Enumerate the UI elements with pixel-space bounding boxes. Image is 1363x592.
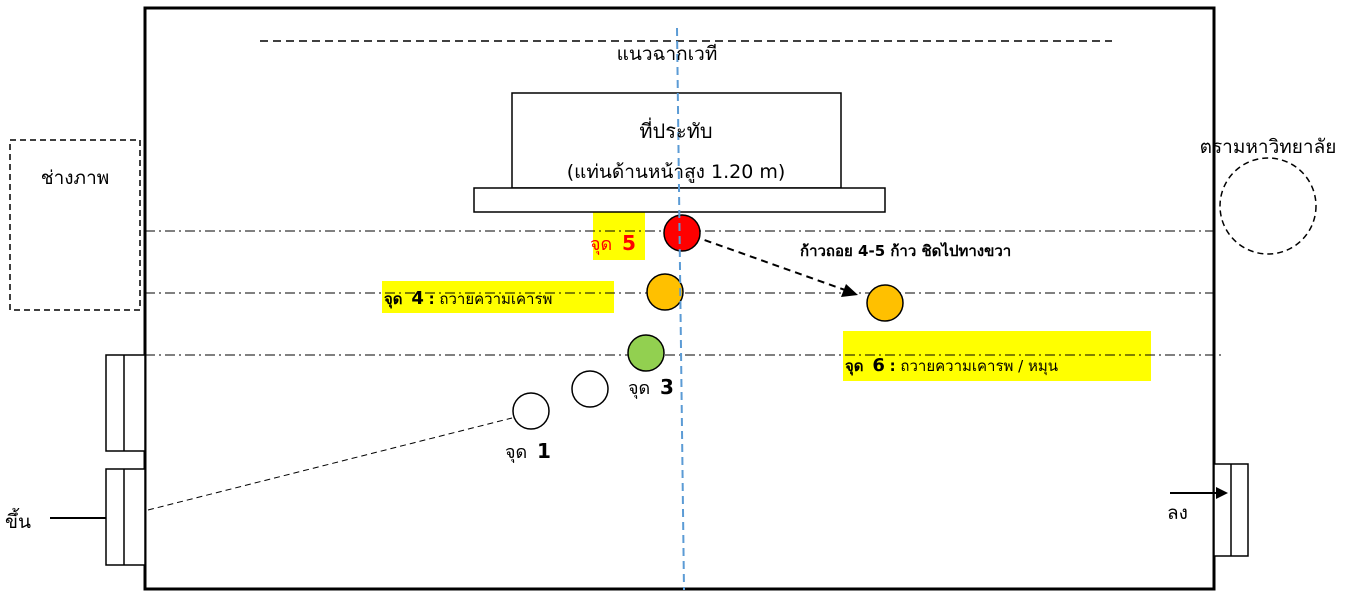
- point-5-highlight: [593, 210, 645, 260]
- point-6-prefix: จุด: [845, 357, 864, 376]
- center-line: [676, 27, 685, 591]
- step-back-arrow-head: [841, 284, 858, 297]
- point-6-sep: :: [890, 357, 896, 375]
- university-seal-label: ตรามหาวิทยาลัย: [1200, 136, 1337, 158]
- point-5-circle: [663, 214, 701, 252]
- left-door-upper-outer: [105, 354, 146, 452]
- exit-arrow-head: [1216, 487, 1228, 499]
- exit-label: ลง: [1167, 502, 1188, 524]
- point-3-number: 3: [660, 375, 674, 399]
- point-4-text: ถวายความเคารพ: [439, 290, 552, 308]
- point-3-circle: [627, 334, 665, 372]
- point-1-number: 1: [537, 439, 551, 463]
- point-5-label: จุด 5: [590, 231, 636, 255]
- point-1-label: จุด 1: [505, 439, 551, 463]
- stage-border: [143, 6, 1216, 591]
- point-6-label: จุด 6 : ถวายความเคารพ / หมุน: [845, 355, 1058, 376]
- throne-subtitle: (แท่นด้านหน้าสูง 1.20 m): [567, 161, 786, 183]
- photographer-box: [9, 139, 141, 311]
- point-5-prefix: จุด: [590, 234, 612, 255]
- point-1-prefix: จุด: [505, 442, 527, 463]
- university-seal-circle: [1219, 157, 1317, 255]
- point-6-circle: [866, 284, 904, 322]
- point-6-text: ถวายความเคารพ / หมุน: [900, 357, 1058, 376]
- photographer-label: ช่างภาพ: [41, 167, 110, 189]
- walking-path: [147, 417, 513, 511]
- point-3-label: จุด 3: [628, 375, 674, 399]
- point-4-number: 4: [411, 288, 424, 309]
- throne-title: ที่ประทับ: [639, 117, 712, 143]
- step-back-note: ก้าวถอย 4-5 ก้าว ชิดไปทางขวา: [800, 241, 1011, 260]
- point-4-label: จุด 4 : ถวายความเคารพ: [384, 288, 552, 309]
- left-door-lower-outer: [105, 468, 146, 566]
- step-back-arrow-shaft: [681, 231, 846, 291]
- point-6-number: 6: [872, 355, 885, 376]
- stage-line-label: แนวฉากเวที: [617, 43, 718, 65]
- enter-label: ขึ้น: [5, 508, 31, 533]
- point-5-number: 5: [622, 231, 636, 255]
- point-4-highlight: [382, 281, 614, 313]
- point-4-circle: [646, 273, 684, 311]
- throne-box: [511, 92, 842, 189]
- point-6-highlight: [843, 331, 1151, 381]
- point-4-prefix: จุด: [384, 290, 403, 309]
- point-3-prefix: จุด: [628, 378, 650, 399]
- point-4-sep: :: [429, 290, 435, 308]
- point-2-circle: [571, 370, 609, 408]
- point-1-circle: [512, 392, 550, 430]
